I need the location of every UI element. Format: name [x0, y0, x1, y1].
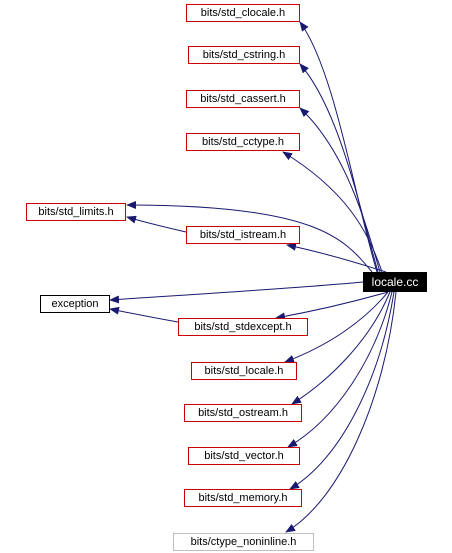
- node-ctype-noninline[interactable]: bits/ctype_noninline.h: [173, 533, 314, 551]
- edge-locale_cc-to-memory: [289, 291, 395, 490]
- node-std-cstring[interactable]: bits/std_cstring.h: [188, 46, 300, 64]
- edge-locale_cc-to-clocale: [299, 21, 378, 273]
- edge-locale_cc-to-vector: [287, 291, 393, 448]
- node-std-cassert[interactable]: bits/std_cassert.h: [186, 90, 300, 108]
- node-std-istream[interactable]: bits/std_istream.h: [186, 226, 300, 244]
- node-std-memory[interactable]: bits/std_memory.h: [184, 489, 302, 507]
- edge-locale_cc-to-ctype_noninline: [285, 291, 397, 533]
- edge-locale_cc-to-cstring: [299, 63, 379, 273]
- edge-locale_cc-to-cctype: [282, 151, 383, 273]
- edge-locale_cc-to-locale: [284, 291, 389, 363]
- node-std-locale[interactable]: bits/std_locale.h: [191, 362, 297, 380]
- edge-locale_cc-to-stdexcept: [275, 291, 389, 321]
- edge-istream-to-limits: [126, 215, 187, 233]
- node-std-stdexcept[interactable]: bits/std_stdexcept.h: [178, 318, 308, 336]
- node-std-vector[interactable]: bits/std_vector.h: [188, 447, 300, 465]
- edge-locale_cc-to-cassert: [299, 107, 381, 273]
- node-std-clocale[interactable]: bits/std_clocale.h: [186, 4, 300, 22]
- edge-locale_cc-to-ostream: [291, 291, 391, 405]
- edge-locale_cc-to-limits: [126, 201, 373, 273]
- node-exception[interactable]: exception: [40, 295, 110, 313]
- edge-locale_cc-to-exception: [109, 281, 364, 304]
- node-locale-cc-root: locale.cc: [363, 272, 427, 292]
- edge-stdexcept-to-exception: [109, 306, 179, 323]
- node-std-limits[interactable]: bits/std_limits.h: [26, 203, 126, 221]
- node-std-ostream[interactable]: bits/std_ostream.h: [184, 404, 302, 422]
- edge-locale_cc-to-istream: [286, 242, 387, 273]
- node-std-cctype[interactable]: bits/std_cctype.h: [186, 133, 300, 151]
